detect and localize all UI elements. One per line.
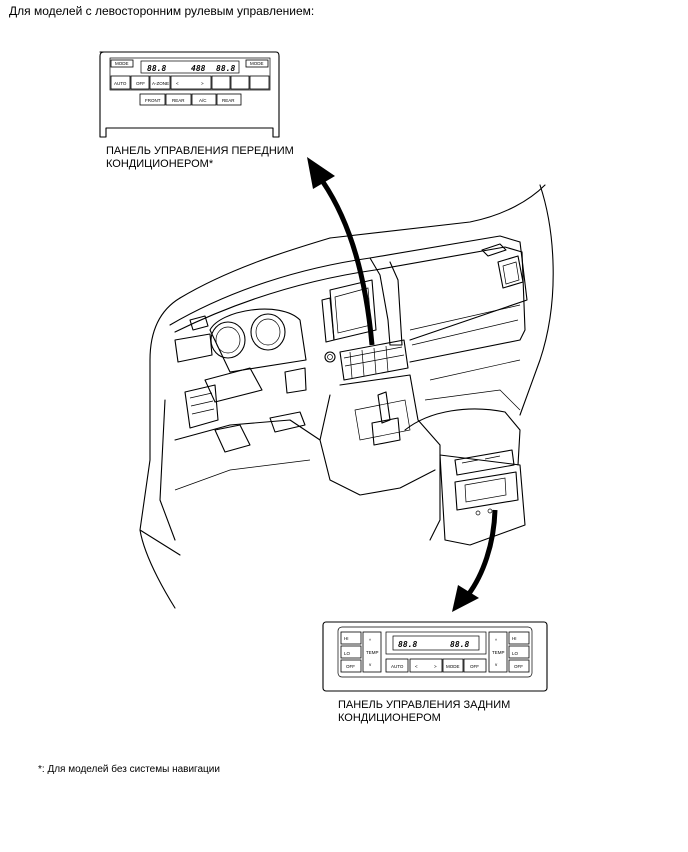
front-mode-right-label: MODE [250,61,264,66]
footnote: *: Для моделей без системы навигации [38,764,220,775]
front-front-button[interactable] [139,93,166,106]
front-off-button[interactable] [130,75,150,90]
front-mode-left-button[interactable] [110,59,134,68]
front-ac-button[interactable] [191,93,217,106]
front-a-zone-button[interactable] [149,75,171,90]
front-display-right: 88.8 [216,64,235,73]
rear-temp-right-label: TEMP [492,650,505,655]
rear-mode-button[interactable] [442,658,464,673]
rear-mode-label: MODE [446,664,460,669]
rear-off-right-label: OFF [514,664,523,669]
rear-lo-left-button[interactable] [340,645,362,659]
rear-temp-right-up: ^ [495,638,498,643]
rear-display-right: 88.8 [450,640,469,649]
rear-hi-right-button[interactable] [508,631,530,645]
rear-off-center-button[interactable] [463,658,487,673]
rear-display-left: 88.8 [398,640,417,649]
front-mode-left-label: MODE [115,61,129,66]
rear-auto-label: AUTO [391,664,404,669]
front-front-label: FRONT [145,98,161,103]
rear-off-left-button[interactable] [340,659,362,673]
rear-fan-speed-button[interactable] [409,658,443,673]
rear-lo-right-button[interactable] [508,645,530,659]
front-ac-panel: MODE MODE 88.8 488 88.8 AUTO OFF A-ZONE … [99,51,280,138]
front-mode-right-button[interactable] [245,59,269,68]
rear-lo-right-label: LO [512,651,519,656]
rear-ac-panel: HI LO OFF ^ TEMP v 88.8 88.8 AUTO < > MO… [322,621,548,692]
rear-display-frame [385,631,487,655]
front-right-arrow: > [201,81,204,86]
rear-auto-button[interactable] [385,658,409,673]
rear-panel-caption-line2: КОНДИЦИОНЕРОМ [338,712,441,724]
front-a-zone-label: A-ZONE [152,81,169,86]
front-recirc-button[interactable] [230,75,250,90]
rear-temp-left-down: v [369,662,372,667]
front-display [140,60,240,74]
front-display-left: 88.8 [147,64,166,73]
front-rear-defog-lower-button[interactable] [165,93,192,106]
front-display-center: 488 [191,64,206,73]
rear-off-left-label: OFF [346,664,355,669]
front-rear-defog-label: REAR [172,98,185,103]
rear-left-arrow: < [415,664,418,669]
rear-display [392,635,480,651]
rear-off-right-button[interactable] [508,659,530,673]
rear-panel-caption: ПАНЕЛЬ УПРАВЛЕНИЯ ЗАДНИМ КОНДИЦИОНЕРОМ [338,699,510,725]
rear-temp-left-button[interactable] [362,631,382,673]
arrow-to-rear-panel [452,509,498,612]
front-auto-button[interactable] [110,75,131,90]
front-panel-caption-line1: ПАНЕЛЬ УПРАВЛЕНИЯ ПЕРЕДНИМ [106,145,294,157]
page-heading: Для моделей с левосторонним рулевым упра… [9,4,315,18]
rear-lo-left-label: LO [344,651,351,656]
rear-hi-left-label: HI [344,636,349,641]
front-ac-label: A/C [199,98,207,103]
rear-temp-right-down: v [495,662,498,667]
rear-hi-left-button[interactable] [340,631,362,645]
front-rear-button[interactable] [216,93,242,106]
rear-off-center-label: OFF [470,664,479,669]
front-auto-label: AUTO [114,81,127,86]
front-fan-speed-button[interactable] [170,75,212,90]
front-left-arrow: < [176,81,179,86]
front-rear-label: REAR [222,98,235,103]
front-defrost-button[interactable] [211,75,231,90]
rear-temp-left-up: ^ [369,638,372,643]
vehicle-interior-illustration [139,184,554,609]
arrow-to-front-panel [307,157,375,346]
front-panel-caption-line2: КОНДИЦИОНЕРОМ* [106,158,214,170]
front-panel-caption: ПАНЕЛЬ УПРАВЛЕНИЯ ПЕРЕДНИМ КОНДИЦИОНЕРОМ… [106,145,294,171]
front-rear-defog-button[interactable] [249,75,270,90]
rear-right-arrow: > [434,664,437,669]
rear-temp-left-label: TEMP [366,650,379,655]
front-off-label: OFF [136,81,145,86]
rear-temp-right-button[interactable] [488,631,508,673]
rear-panel-caption-line1: ПАНЕЛЬ УПРАВЛЕНИЯ ЗАДНИМ [338,699,511,711]
rear-hi-right-label: HI [512,636,517,641]
